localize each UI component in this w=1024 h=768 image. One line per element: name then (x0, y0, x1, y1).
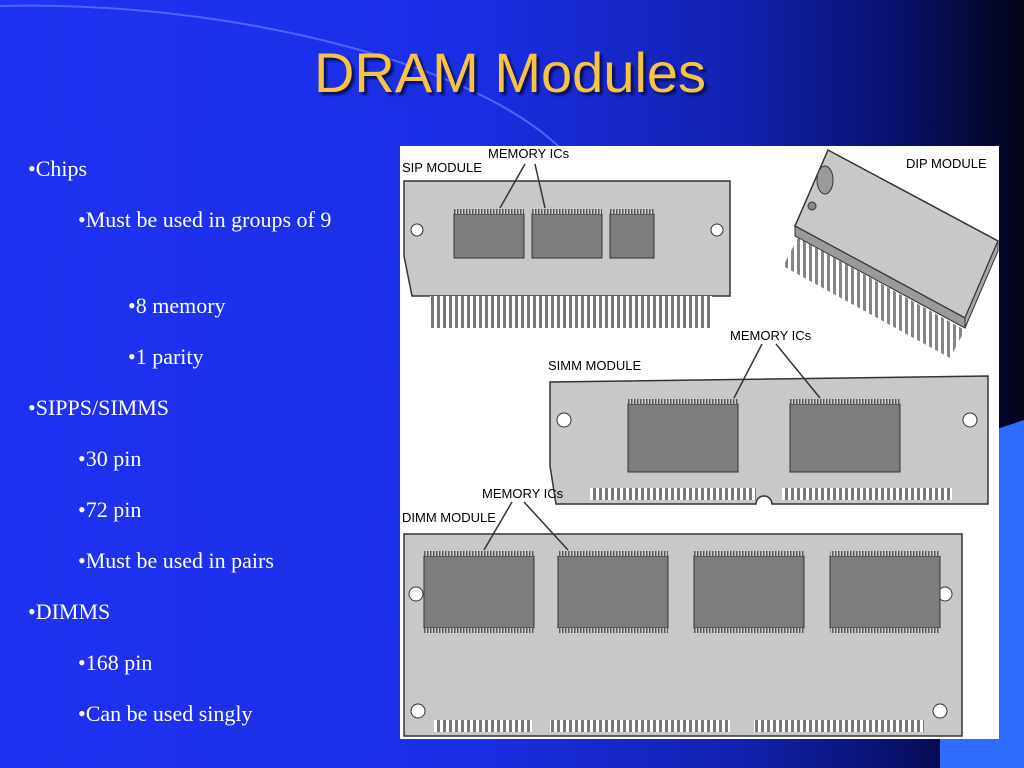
simm-memory-ics-label: MEMORY ICs (730, 328, 812, 343)
bullet-item: •SIPPS/SIMMS (28, 395, 170, 420)
slide-title: DRAM Modules (313, 41, 707, 104)
dimm-memory-ics-label: MEMORY ICs (482, 486, 564, 501)
bullet-item: •8 memory (128, 293, 226, 318)
bullet-item: •Must be used in pairs (78, 548, 274, 573)
bullet-item: •30 pin (78, 446, 142, 471)
bullet-item: •168 pin (78, 650, 153, 675)
simm-module-label: SIMM MODULE (548, 358, 642, 373)
dip-module (783, 148, 999, 358)
dimm-module-label: DIMM MODULE (402, 510, 496, 525)
bullet-item: •1 parity (128, 344, 204, 369)
bullet-item: •Must be used in groups of 9 (78, 207, 332, 232)
bullet-item: •DIMMS (28, 599, 111, 624)
bullet-item: •Can be used singly (78, 701, 253, 726)
sip-module (403, 163, 731, 328)
dimm-module (403, 501, 963, 737)
memory-module-diagram: SIP MODULE MEMORY ICs DIP MODULE (400, 146, 999, 739)
bullet-item: •72 pin (78, 497, 142, 522)
bullet-item: •Chips (28, 156, 88, 181)
dip-module-label: DIP MODULE (906, 156, 987, 171)
sip-module-label: SIP MODULE (402, 160, 482, 175)
sip-memory-ics-label: MEMORY ICs (488, 146, 570, 161)
module-illustration: SIP MODULE MEMORY ICs DIP MODULE (402, 146, 999, 737)
simm-module (549, 343, 989, 505)
